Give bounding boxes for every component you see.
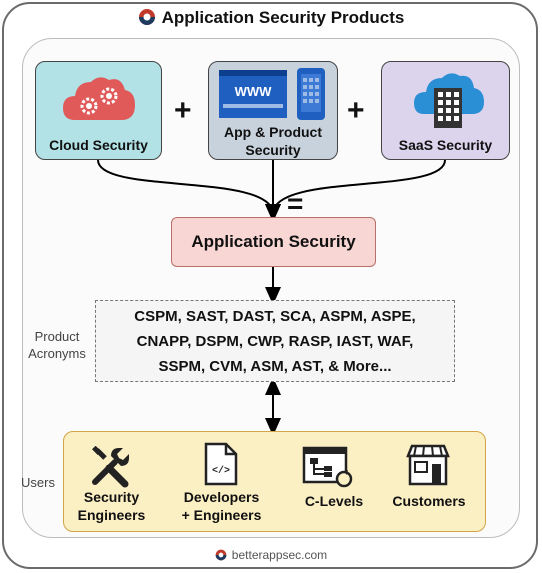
user-label-customers: Customers <box>379 492 479 510</box>
user-label-developers: Developers + Engineers <box>164 488 279 524</box>
cloud-building-icon <box>412 68 484 135</box>
user-label-security-engineers: Security Engineers <box>64 488 159 524</box>
acronyms-side-label-line1: Product <box>34 329 80 344</box>
browser-and-phone-icon: WWW <box>217 66 331 127</box>
plus-sign-2: + <box>347 94 365 127</box>
code-file-icon: </> <box>204 442 238 491</box>
app-product-security-box: WWW App & Product Security <box>208 61 338 160</box>
acronyms-line-2: CNAPP, DSPM, CWP, RASP, IAST, WAF, <box>136 333 414 350</box>
users-box: Security Engineers </> Developers + Engi… <box>63 431 486 532</box>
acronyms-line-3: SSPM, CVM, ASM, AST, & More... <box>158 358 392 375</box>
cloud-connector <box>97 159 281 222</box>
user-label-line2: Engineers <box>77 507 146 523</box>
footer: betterappsec.com <box>0 548 542 564</box>
svg-text:</>: </> <box>212 465 230 477</box>
acronyms-side-label-line2: Acronyms <box>28 346 86 361</box>
application-security-label: Application Security <box>191 232 356 251</box>
acronyms-side-label: Product Acronyms <box>22 328 92 362</box>
equals-sign: = <box>287 188 304 219</box>
user-label-line1: Security <box>83 489 140 505</box>
user-label-line1: Customers <box>392 493 466 509</box>
product-acronyms-box: CSPM, SAST, DAST, SCA, ASPM, ASPE, CNAPP… <box>95 300 455 382</box>
user-label-line1: C-Levels <box>304 493 364 509</box>
cloud-gears-icon <box>61 72 137 129</box>
www-text: WWW <box>235 84 273 99</box>
users-side-label: Users <box>21 475 55 490</box>
saas-connector <box>265 159 446 222</box>
plus-sign-1: + <box>174 94 192 127</box>
user-label-line1: Developers <box>183 489 260 505</box>
saas-security-box: SaaS Security <box>381 61 510 160</box>
footer-text[interactable]: betterappsec.com <box>231 548 328 562</box>
org-chart-icon <box>302 446 354 493</box>
user-label-line2: + Engineers <box>181 507 262 523</box>
app-security-label-line1: App & Product <box>224 124 322 140</box>
diagram-title: Application Security Products <box>0 8 542 31</box>
tools-icon <box>89 445 131 493</box>
title-text: Application Security Products <box>161 8 405 27</box>
acronyms-line-1: CSPM, SAST, DAST, SCA, ASPM, ASPE, <box>134 308 416 325</box>
app-security-label-line2: Security <box>245 142 301 158</box>
footer-logo-icon <box>215 549 227 564</box>
user-label-c-levels: C-Levels <box>289 492 379 510</box>
cloud-security-label: Cloud Security <box>49 137 148 153</box>
saas-security-label: SaaS Security <box>398 137 493 153</box>
storefront-icon <box>404 444 452 491</box>
cloud-security-box: Cloud Security <box>35 61 162 160</box>
application-security-box: Application Security <box>171 217 376 267</box>
betterappsec-logo-icon <box>138 8 156 31</box>
